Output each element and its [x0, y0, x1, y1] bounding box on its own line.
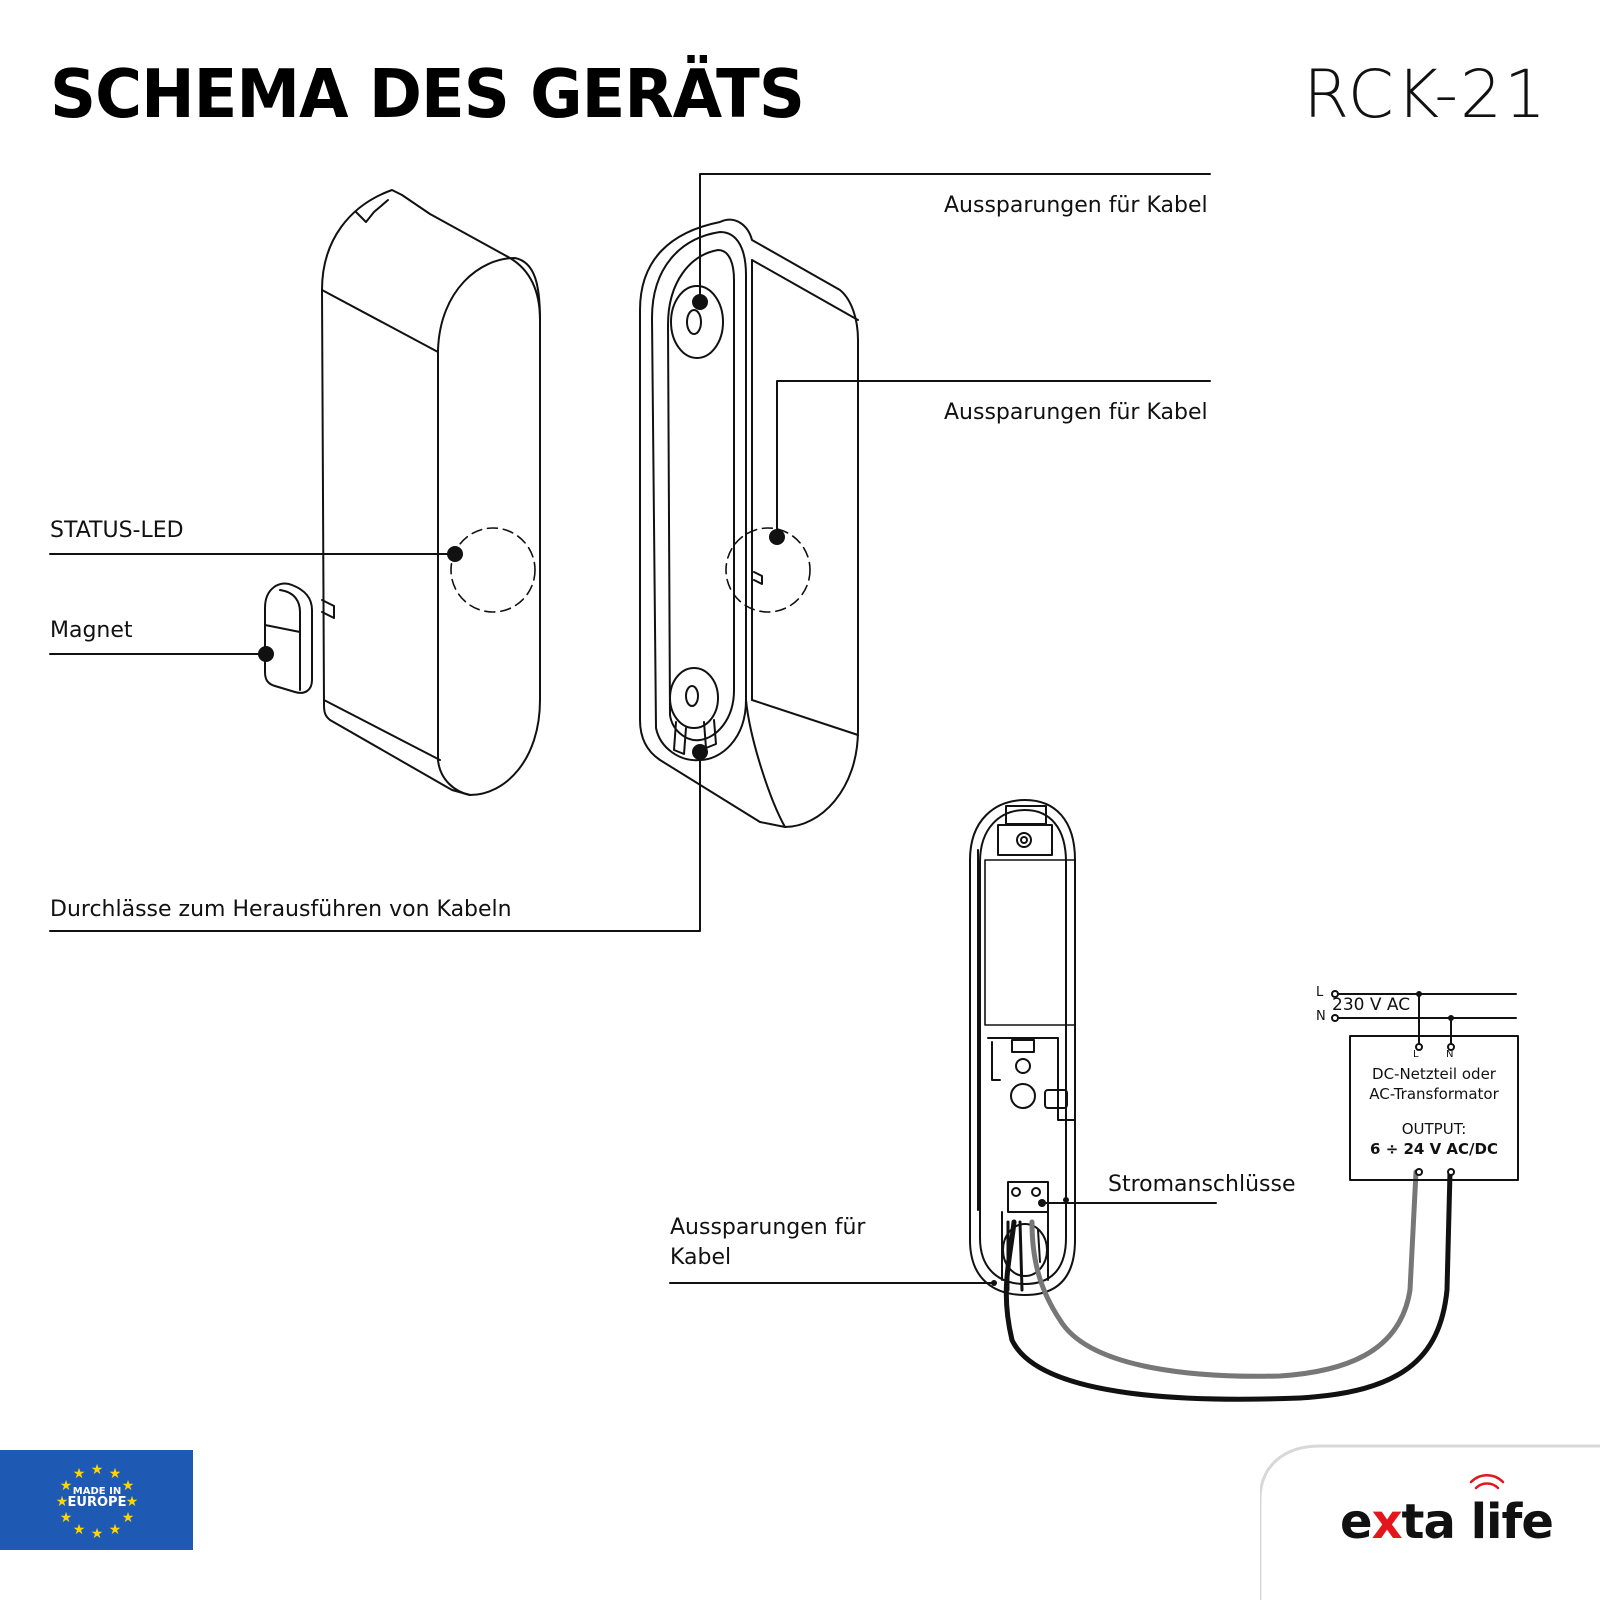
mount-hole-bottom — [669, 667, 719, 729]
psu-name-line2: AC-Transformator — [1369, 1085, 1499, 1103]
psu-output-label: OUTPUT: — [1401, 1120, 1467, 1138]
status-led-zone — [450, 527, 536, 613]
svg-text:★: ★ — [126, 1494, 139, 1510]
black-wire — [1003, 1169, 1453, 1402]
brand-corner-shape — [1260, 1444, 1600, 1600]
gray-wire — [1029, 1169, 1419, 1379]
label-cable-recess-bottom-2: Kabel — [670, 1245, 732, 1270]
leader-lines — [49, 173, 1217, 1284]
mount-hole-top — [670, 285, 724, 359]
svg-text:★: ★ — [56, 1494, 69, 1510]
brand-logo: exta life — [1340, 1494, 1554, 1550]
made-in-europe-text: MADE IN EUROPE — [67, 1486, 127, 1510]
svg-text:★: ★ — [109, 1522, 122, 1538]
svg-text:★: ★ — [73, 1466, 86, 1482]
svg-text:★: ★ — [91, 1526, 104, 1542]
label-power-terminals: Stromanschlüsse — [1108, 1172, 1296, 1197]
svg-text:★: ★ — [60, 1510, 73, 1526]
label-magnet: Magnet — [50, 618, 133, 643]
svg-text:★: ★ — [73, 1522, 86, 1538]
label-cable-recess-top: Aussparungen für Kabel — [944, 193, 1208, 218]
magnet-body — [264, 582, 313, 694]
svg-text:★: ★ — [60, 1478, 73, 1494]
svg-text:★: ★ — [122, 1478, 135, 1494]
label-cable-passages: Durchlässe zum Herausführen von Kabeln — [50, 897, 512, 922]
mains-voltage: 230 V AC — [1332, 995, 1411, 1015]
psu-terminal-N: N — [1446, 1049, 1454, 1060]
made-in-europe-badge: ★ ★ ★ ★ ★ ★ ★ ★ ★ ★ ★ ★ MADE IN EUROPE — [0, 1450, 193, 1550]
device-front-view — [321, 189, 541, 796]
psu-output-value: 6 ÷ 24 V AC/DC — [1370, 1140, 1498, 1158]
leader-dots — [258, 294, 1046, 1286]
eu-stars-icon: ★ ★ ★ ★ ★ ★ ★ ★ ★ ★ ★ ★ — [56, 1462, 139, 1542]
wifi-signal-icon — [1469, 1474, 1505, 1490]
device-back-view — [639, 218, 859, 828]
psu-terminal-L: L — [1413, 1049, 1419, 1060]
svg-text:★: ★ — [91, 1462, 104, 1478]
model-number: RCK-21 — [1303, 56, 1548, 133]
cable-recess-zone — [725, 527, 811, 613]
label-cable-recess-mid: Aussparungen für Kabel — [944, 400, 1208, 425]
mains-L-label: L — [1316, 985, 1324, 1000]
mains-N-label: N — [1316, 1009, 1326, 1024]
svg-text:★: ★ — [109, 1466, 122, 1482]
psu-box — [1349, 1035, 1519, 1181]
label-status-led: STATUS-LED — [50, 518, 184, 543]
psu-name-line1: DC-Netzteil oder — [1372, 1065, 1496, 1083]
svg-text:★: ★ — [122, 1510, 135, 1526]
device-open-view — [969, 799, 1076, 1296]
label-cable-recess-bottom-1: Aussparungen für — [670, 1215, 866, 1240]
page-title: SCHEMA DES GERÄTS — [50, 56, 805, 134]
